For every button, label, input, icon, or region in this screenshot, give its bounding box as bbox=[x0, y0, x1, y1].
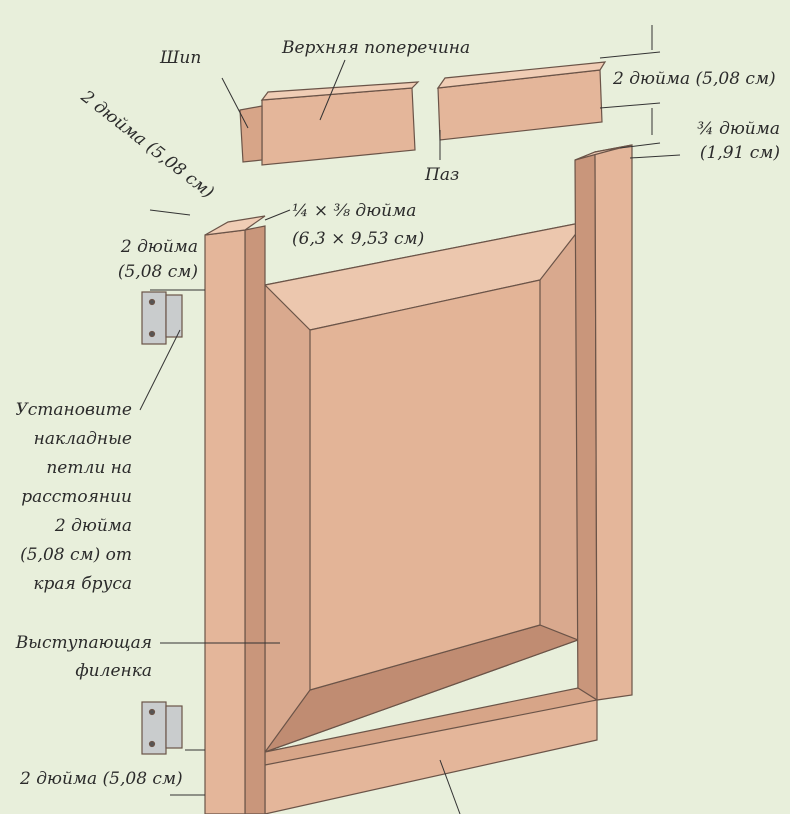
right-stile bbox=[594, 144, 633, 701]
hinge-note-line: Установите bbox=[15, 400, 132, 420]
top-rail-left-top bbox=[260, 81, 420, 101]
hinge-note-line: 2 дюйма bbox=[54, 516, 132, 536]
hinge-top bbox=[141, 291, 183, 345]
hinge-note-line: (5,08 см) от bbox=[20, 545, 132, 565]
hinge-bottom bbox=[141, 701, 183, 755]
stile-width-label-1: 2 дюйма bbox=[120, 237, 198, 257]
groove-size-label-2: (6,3 × 9,53 см) bbox=[292, 229, 425, 249]
panel-label-2: филенка bbox=[75, 661, 152, 681]
hinge-note-line: петли на bbox=[46, 458, 132, 478]
hinge-note-line: расстоянии bbox=[21, 487, 132, 507]
groove-depth-label-1: ¾ дюйма bbox=[697, 119, 780, 139]
top-rail-right-top bbox=[436, 61, 607, 89]
stile-width-label-2: (5,08 см) bbox=[117, 262, 198, 282]
bottom-dimension-label: 2 дюйма (5,08 см) bbox=[20, 769, 183, 789]
hinge-note: Установите накладные петли на расстоянии… bbox=[0, 396, 132, 599]
tenon-label: Шип bbox=[160, 48, 202, 68]
left-stile-side bbox=[244, 225, 266, 814]
left-stile-top bbox=[204, 215, 266, 236]
hinge-note-line: края бруса bbox=[33, 574, 132, 594]
top-rail-label: Верхняя поперечина bbox=[282, 38, 471, 58]
right-stile-side bbox=[574, 151, 598, 706]
groove-depth-label-2: (1,91 см) bbox=[699, 143, 780, 163]
right-stile-top bbox=[574, 144, 633, 161]
groove-size-label-1: ¼ × ⅜ дюйма bbox=[292, 201, 417, 221]
hinge-note-line: накладные bbox=[33, 429, 132, 449]
groove-label: Паз bbox=[425, 165, 460, 185]
top-rail-left-face bbox=[261, 87, 416, 166]
panel-label-1: Выступающая bbox=[15, 633, 152, 653]
rail-width-label: 2 дюйма (5,08 см) bbox=[613, 69, 776, 89]
left-stile bbox=[204, 229, 246, 814]
raised-panel-field bbox=[309, 279, 541, 691]
tenon bbox=[239, 105, 263, 163]
